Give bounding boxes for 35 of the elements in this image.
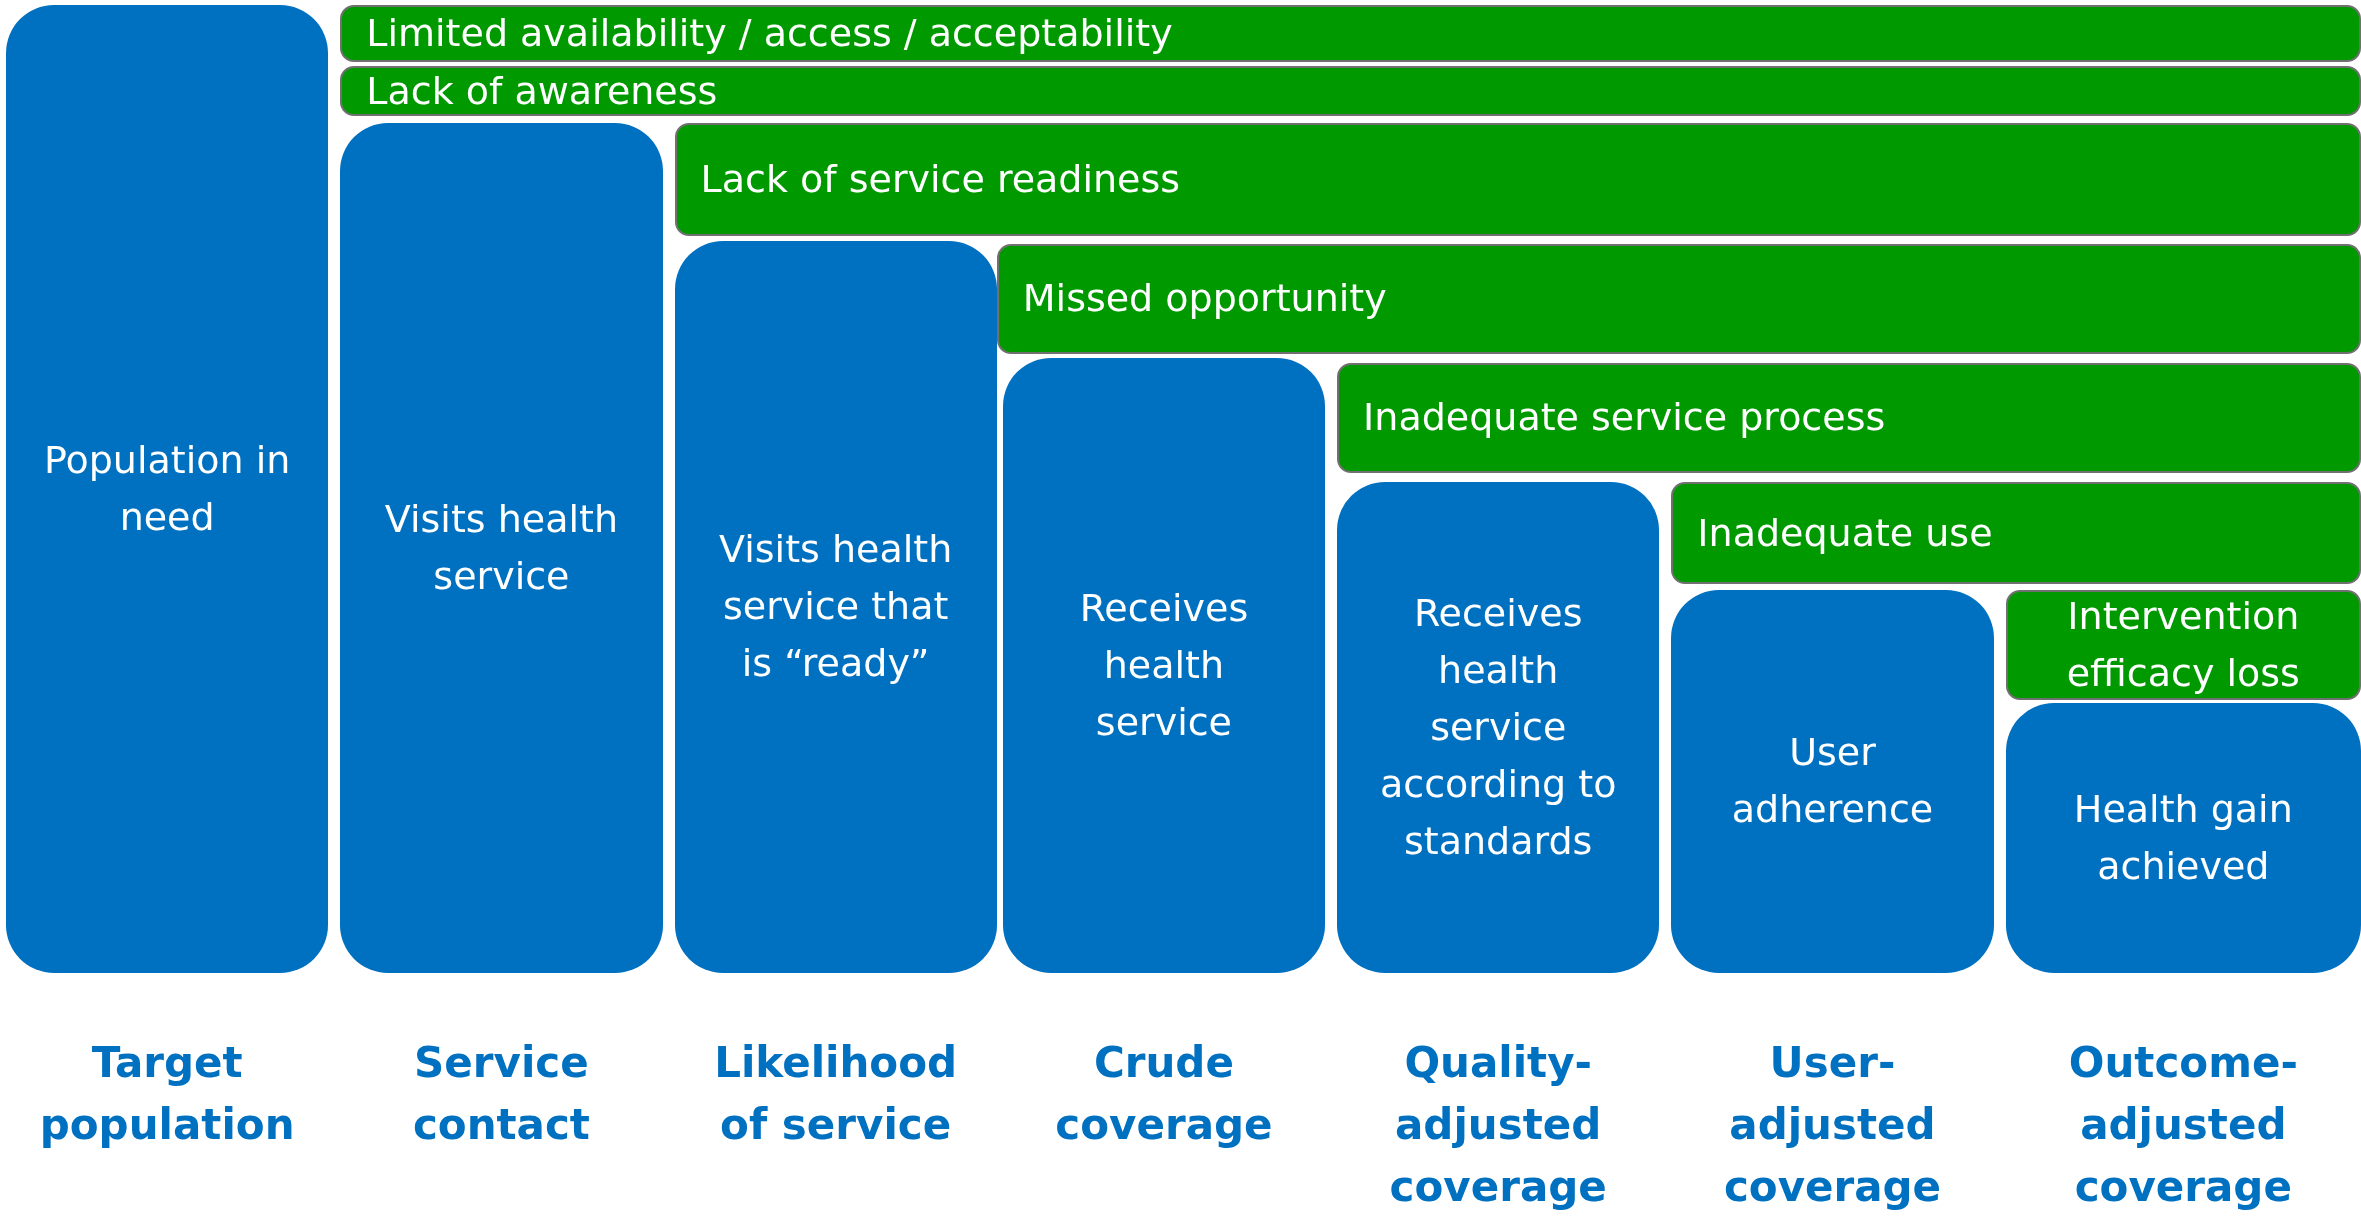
barrier-bar bbox=[2005, 590, 2361, 701]
coverage-column bbox=[2005, 703, 2361, 973]
column-label: Health gain achieved bbox=[2072, 785, 2294, 890]
coverage-level-label: Outcome-adjusted coverage bbox=[2067, 1037, 2299, 1213]
coverage-level-label: Crude coverage bbox=[1054, 1037, 1274, 1151]
coverage-column bbox=[674, 240, 997, 973]
barrier-bar bbox=[340, 66, 2361, 116]
barrier-label: Inadequate service process bbox=[1363, 394, 1886, 442]
coverage-column bbox=[1671, 590, 1994, 973]
barrier-label: Inadequate use bbox=[1697, 509, 1993, 557]
coverage-level-label: Target population bbox=[38, 1037, 296, 1151]
coverage-level-label: Service contact bbox=[411, 1037, 591, 1151]
column-label: Population in need bbox=[42, 436, 292, 541]
barrier-bar bbox=[996, 243, 2361, 354]
barrier-bar bbox=[1337, 362, 2361, 473]
barrier-label: Lack of awareness bbox=[366, 67, 718, 115]
coverage-level-label: User-adjusted coverage bbox=[1722, 1037, 1943, 1213]
coverage-level-label: Quality-adjusted coverage bbox=[1388, 1037, 1608, 1213]
barrier-bar bbox=[340, 4, 2361, 62]
barrier-label: Intervention efficacy loss bbox=[2065, 593, 2301, 698]
coverage-column bbox=[1337, 481, 1660, 973]
column-label: Receives health service according to standards bbox=[1379, 589, 1618, 865]
coverage-level-label: Likelihood of service bbox=[713, 1037, 959, 1151]
column-label: User adherence bbox=[1730, 729, 1935, 834]
column-label: Visits health service bbox=[383, 496, 619, 601]
coverage-column bbox=[340, 123, 663, 973]
barrier-label: Limited availability / access / acceptability bbox=[366, 9, 1173, 57]
coverage-column bbox=[1002, 358, 1326, 973]
column-label: Visits health service that is “ready” bbox=[718, 526, 954, 688]
barrier-label: Lack of service readiness bbox=[700, 156, 1181, 204]
coverage-column bbox=[6, 4, 329, 973]
column-label: Receives health service bbox=[1078, 585, 1250, 746]
barrier-bar bbox=[1671, 481, 2361, 585]
barrier-label: Missed opportunity bbox=[1022, 275, 1387, 323]
barrier-bar bbox=[674, 123, 2361, 237]
